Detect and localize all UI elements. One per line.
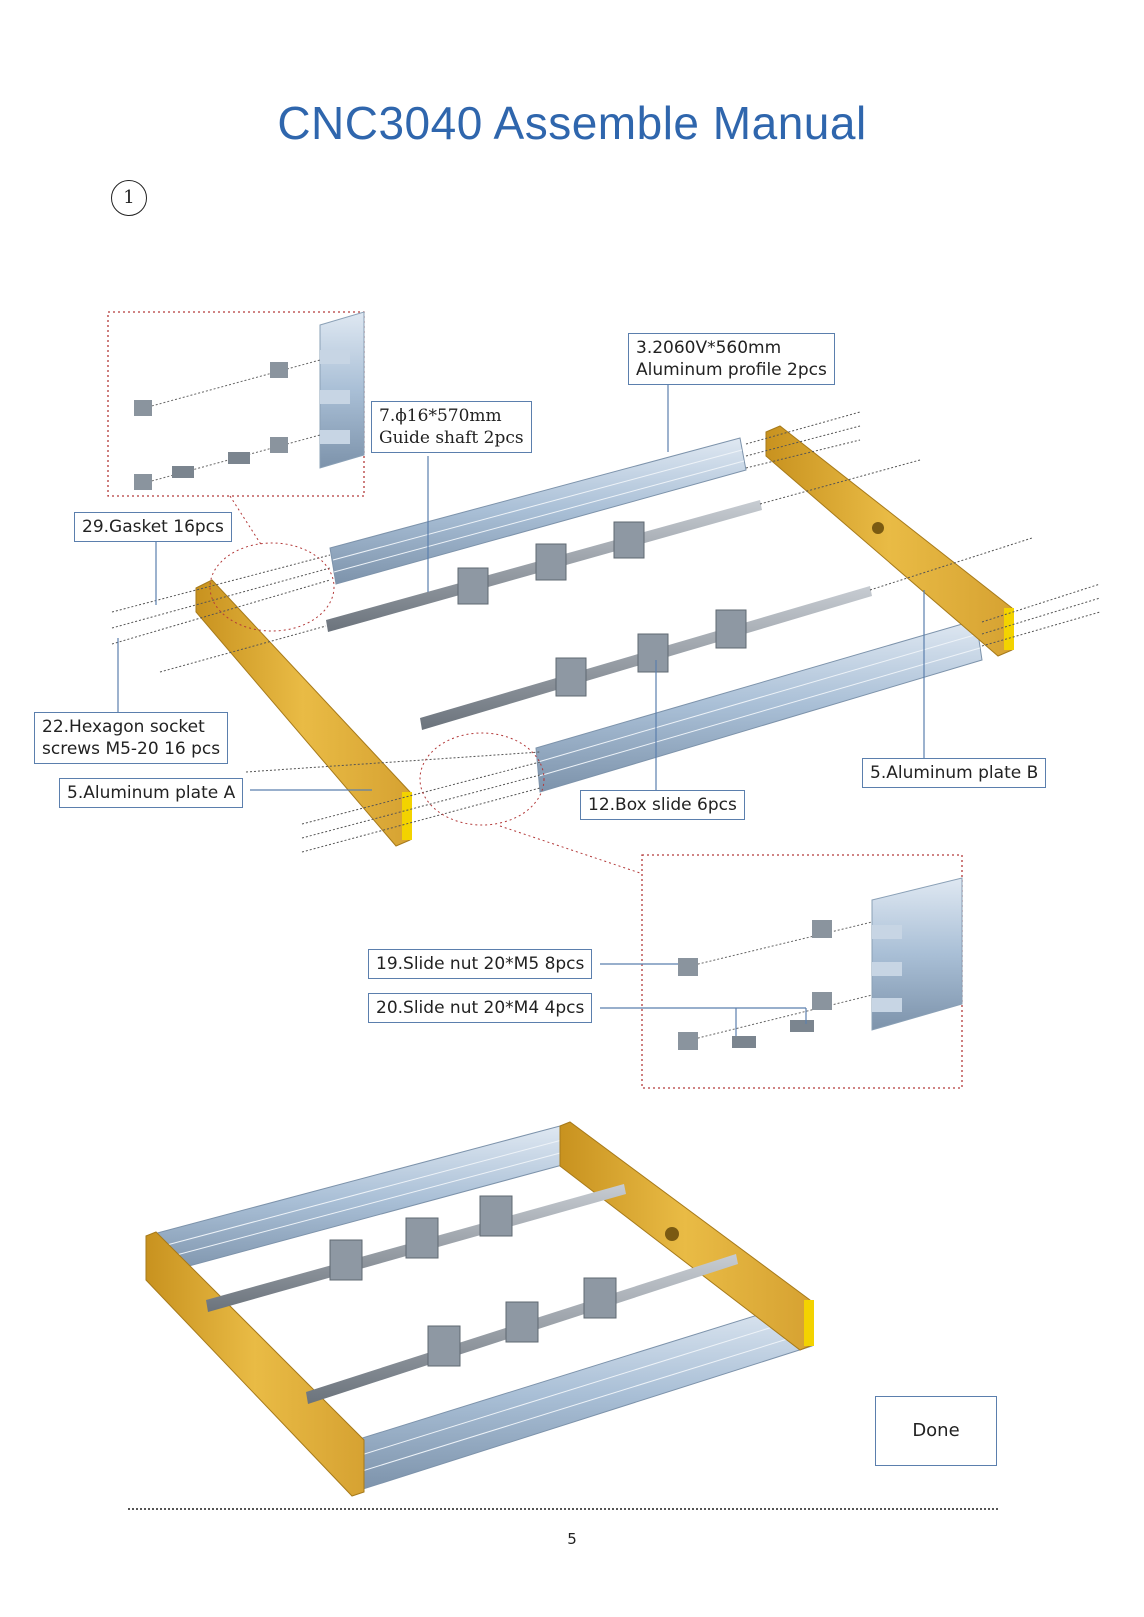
label-line: 22.Hexagon socket <box>42 716 220 738</box>
label-slide-nut-m5: 19.Slide nut 20*M5 8pcs <box>368 949 592 979</box>
label-line: Guide shaft 2pcs <box>379 427 524 449</box>
label-slide-nut-m4: 20.Slide nut 20*M4 4pcs <box>368 993 592 1023</box>
label-hexagon-screws: 22.Hexagon socket screws M5-20 16 pcs <box>34 712 228 764</box>
label-plate-b: 5.Aluminum plate B <box>862 758 1046 788</box>
label-line: Aluminum profile 2pcs <box>636 359 827 381</box>
label-line: 3.2060V*560mm <box>636 337 827 359</box>
done-box: Done <box>875 1396 997 1466</box>
page-number: 5 <box>0 1530 1144 1548</box>
label-plate-a: 5.Aluminum plate A <box>59 778 243 808</box>
assembled-frame <box>146 1122 814 1496</box>
label-box-slide: 12.Box slide 6pcs <box>580 790 745 820</box>
label-line: 7.ϕ16*570mm <box>379 405 524 427</box>
inset-slide-nuts <box>600 855 962 1088</box>
inset-top-left <box>108 312 364 546</box>
label-gasket: 29.Gasket 16pcs <box>74 512 232 542</box>
label-line: screws M5-20 16 pcs <box>42 738 220 760</box>
label-aluminum-profile: 3.2060V*560mm Aluminum profile 2pcs <box>628 333 835 385</box>
label-guide-shaft: 7.ϕ16*570mm Guide shaft 2pcs <box>371 401 532 453</box>
footer-divider <box>128 1508 998 1510</box>
